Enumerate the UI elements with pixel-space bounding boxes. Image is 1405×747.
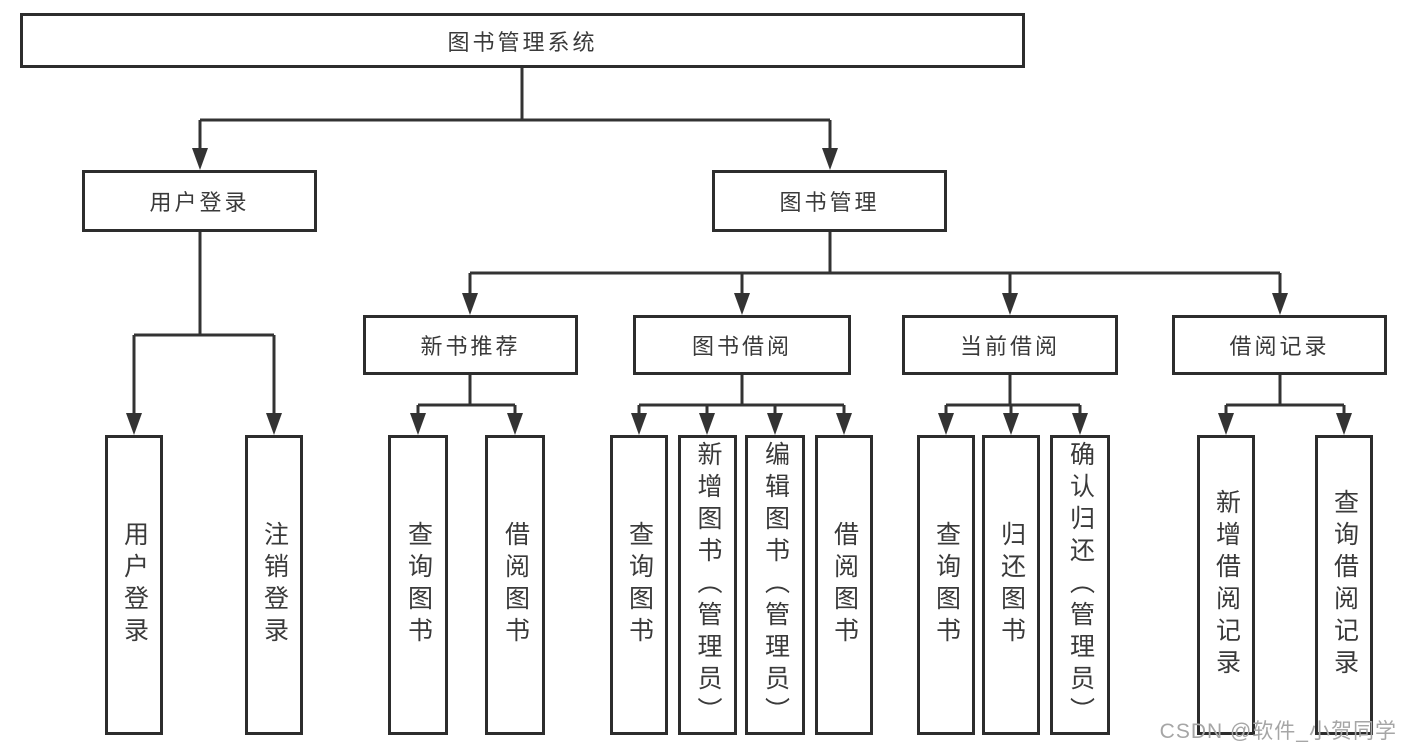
leaf-label: 编辑图书（管理员） bbox=[761, 441, 790, 729]
leaf-label: 查询图书 bbox=[404, 521, 433, 649]
csdn-watermark: CSDN @软件_小贺同学 bbox=[1159, 720, 1397, 743]
leaf-edit-books-admin: 编辑图书（管理员） bbox=[745, 435, 805, 735]
leaf-confirm-return-admin: 确认归还（管理员） bbox=[1050, 435, 1110, 735]
node-borrow-records: 借阅记录 bbox=[1172, 315, 1387, 375]
leaf-add-borrow-record: 新增借阅记录 bbox=[1197, 435, 1255, 735]
leaf-label: 用户登录 bbox=[120, 521, 149, 649]
leaf-borrow-books-1: 借阅图书 bbox=[485, 435, 545, 735]
leaf-query-books-2: 查询图书 bbox=[610, 435, 668, 735]
leaf-user-login: 用户登录 bbox=[105, 435, 163, 735]
leaf-query-books-3: 查询图书 bbox=[917, 435, 975, 735]
leaf-label: 查询借阅记录 bbox=[1330, 489, 1359, 681]
leaf-add-books-admin: 新增图书（管理员） bbox=[678, 435, 737, 735]
leaf-logout: 注销登录 bbox=[245, 435, 303, 735]
node-current-borrowing: 当前借阅 bbox=[902, 315, 1118, 375]
leaf-label: 新增图书（管理员） bbox=[694, 441, 722, 729]
leaf-query-borrow-record: 查询借阅记录 bbox=[1315, 435, 1373, 735]
node-library-system: 图书管理系统 bbox=[20, 13, 1025, 68]
node-new-book-recommend: 新书推荐 bbox=[363, 315, 578, 375]
leaf-label: 注销登录 bbox=[260, 521, 289, 649]
leaf-return-books: 归还图书 bbox=[982, 435, 1040, 735]
leaf-label: 借阅图书 bbox=[501, 521, 530, 649]
leaf-label: 新增借阅记录 bbox=[1212, 489, 1241, 681]
leaf-label: 归还图书 bbox=[997, 521, 1026, 649]
leaf-label: 确认归还（管理员） bbox=[1066, 441, 1095, 729]
leaf-label: 借阅图书 bbox=[830, 521, 859, 649]
node-book-borrowing: 图书借阅 bbox=[633, 315, 851, 375]
node-book-management: 图书管理 bbox=[712, 170, 947, 232]
leaf-borrow-books-2: 借阅图书 bbox=[815, 435, 873, 735]
leaf-label: 查询图书 bbox=[625, 521, 654, 649]
leaf-label: 查询图书 bbox=[932, 521, 961, 649]
leaf-query-books-1: 查询图书 bbox=[388, 435, 448, 735]
node-user-login-group: 用户登录 bbox=[82, 170, 317, 232]
